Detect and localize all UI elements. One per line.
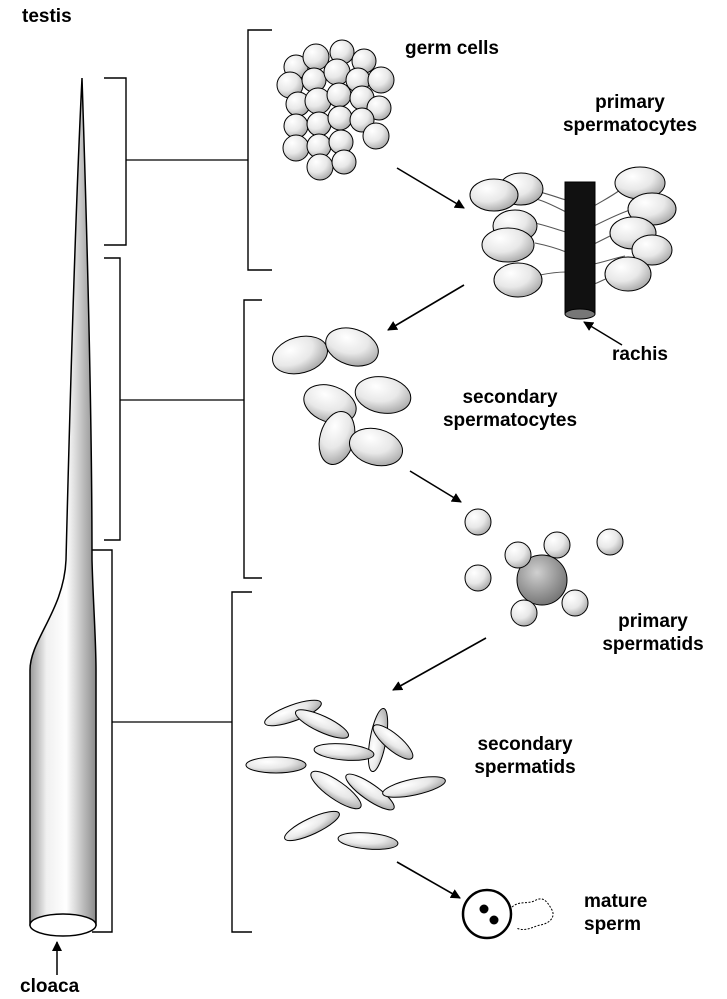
arrow-germ-to-primary xyxy=(397,168,464,208)
stage-label-line: spermatids xyxy=(455,756,595,779)
zone-brackets-left xyxy=(92,78,126,932)
rachis xyxy=(565,182,595,314)
stage-label-line: primary xyxy=(555,91,705,114)
stage-label-mature-sperm: mature sperm xyxy=(584,890,664,936)
stage-label-line: spermatocytes xyxy=(425,409,595,432)
primary-spermatocytes-rachis-group xyxy=(470,167,676,319)
sperm-nucleus-spot xyxy=(490,916,499,925)
secondary-spermatocyte-cells xyxy=(268,322,413,472)
stage-label-line: secondary xyxy=(455,733,595,756)
rachis-pointer-arrow xyxy=(584,322,622,345)
zone-connectors xyxy=(112,160,248,722)
stage-label-secondary-spermatocytes: secondary spermatocytes xyxy=(425,386,595,432)
testis-tube xyxy=(30,78,96,936)
sperm-body xyxy=(463,890,511,938)
stage-label-line: primary xyxy=(583,610,723,633)
stage-brackets-right xyxy=(232,30,272,932)
secondary-spermatid-cells xyxy=(246,695,447,851)
stage-label-germ-cells: germ cells xyxy=(392,37,512,60)
stage-label-line: germ cells xyxy=(392,37,512,60)
stage-label-line: spermatocytes xyxy=(555,114,705,137)
stage-label-primary-spermatocytes: primary spermatocytes xyxy=(555,91,705,137)
arrow-secondary-to-spermatids xyxy=(410,471,461,502)
cloaca-opening xyxy=(30,914,96,936)
germ-cells-cluster xyxy=(277,40,394,180)
stage-label-secondary-spermatids: secondary spermatids xyxy=(455,733,595,779)
arrow-spermatids-to-secondary xyxy=(393,638,486,690)
sperm-pseudopod xyxy=(512,899,553,930)
stage-label-line: sperm xyxy=(584,913,664,936)
testis-label: testis xyxy=(22,5,72,28)
cloaca-label: cloaca xyxy=(20,975,79,998)
stage-label-line: mature xyxy=(584,890,664,913)
arrow-primary-to-secondary xyxy=(388,285,464,330)
stage-label-line: secondary xyxy=(425,386,595,409)
stage-label-primary-spermatids: primary spermatids xyxy=(583,610,723,656)
primary-spermatid-cells xyxy=(465,509,623,626)
rachis-end xyxy=(565,309,595,319)
arrow-to-mature-sperm xyxy=(397,862,460,898)
stage-label-line: spermatids xyxy=(583,633,723,656)
rachis-label: rachis xyxy=(612,343,668,366)
sperm-nucleus-spot xyxy=(480,905,489,914)
mature-sperm-cell xyxy=(463,890,553,938)
